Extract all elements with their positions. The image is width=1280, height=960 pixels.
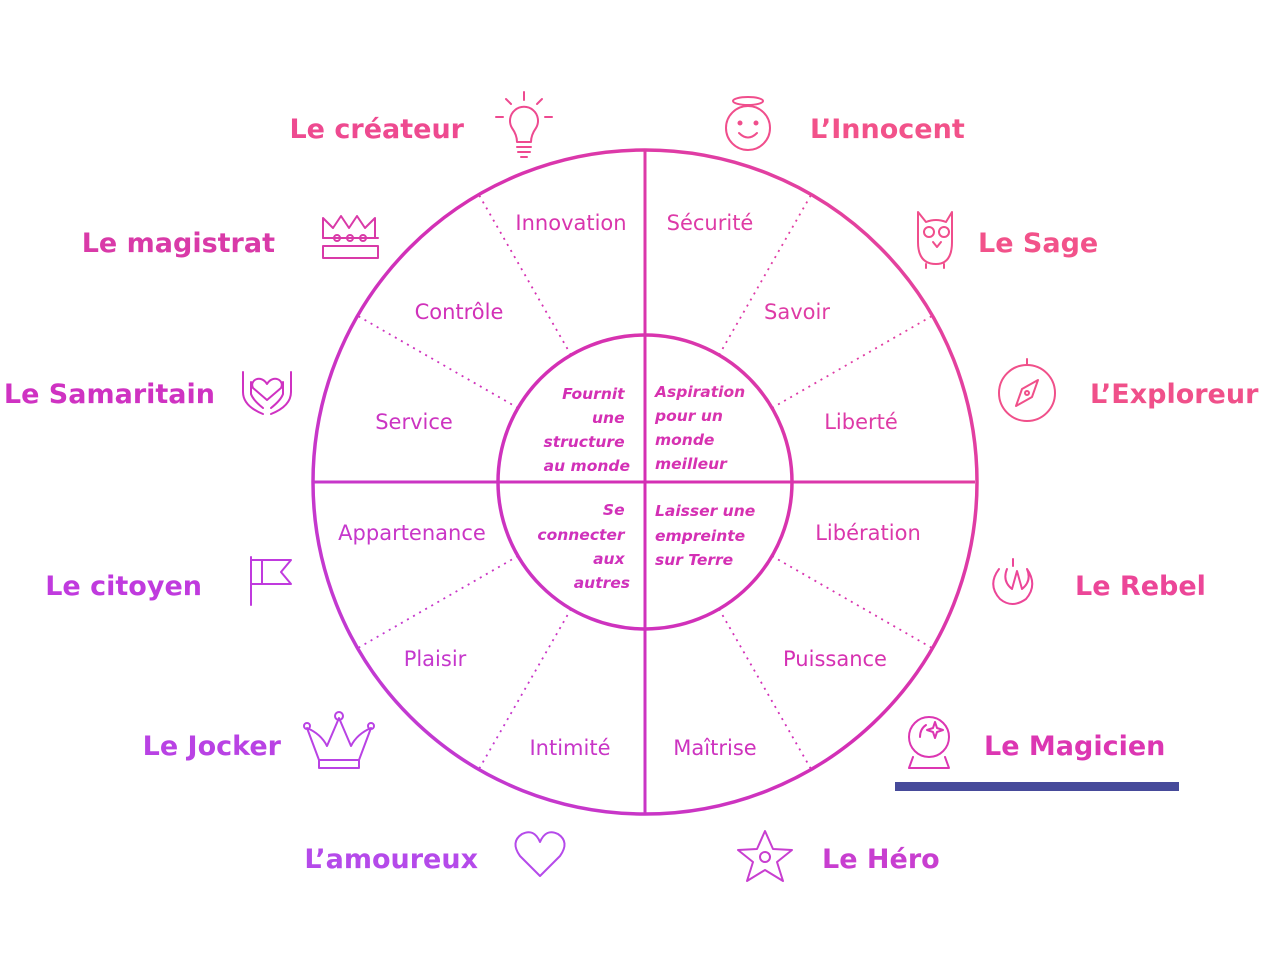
inner-bottom-left: Se connecter aux autres	[537, 501, 630, 592]
crystal-ball-icon	[908, 716, 950, 769]
value-savoir: Savoir	[764, 300, 830, 324]
flag-icon	[250, 556, 292, 606]
inner-bottom-right: Laisser une empreinte sur Terre	[655, 502, 761, 569]
value-maitrise: Maîtrise	[673, 736, 756, 760]
archetype-citoyen: Le citoyen	[45, 571, 202, 602]
archetype-explorateur: L’Exploreur	[1090, 379, 1259, 410]
magicien-underline	[895, 782, 1179, 791]
archetype-magicien: Le Magicien	[984, 731, 1165, 762]
heart-icon	[514, 831, 566, 877]
archetype-innocent: L’Innocent	[810, 114, 965, 145]
value-plaisir: Plaisir	[404, 647, 467, 671]
archetype-jocker: Le Jocker	[143, 731, 282, 762]
archetype-hero: Le Héro	[822, 844, 940, 875]
archetype-sage: Le Sage	[978, 228, 1098, 259]
owl-icon	[917, 211, 953, 269]
inner-top-left: Fournit une structure au monde	[543, 385, 630, 475]
archetype-createur: Le créateur	[289, 114, 464, 145]
value-puissance: Puissance	[783, 647, 887, 671]
rebel-emblem-icon	[992, 558, 1034, 605]
hands-heart-icon	[242, 371, 292, 415]
value-innovation: Innovation	[515, 211, 626, 235]
archetype-rebel: Le Rebel	[1075, 571, 1206, 602]
value-securite: Sécurité	[667, 211, 754, 235]
lightbulb-icon	[495, 91, 553, 158]
star-icon	[737, 830, 793, 882]
archetype-magistrat: Le magistrat	[82, 228, 275, 259]
dotted-separators	[357, 194, 933, 770]
compass-icon	[998, 358, 1056, 422]
angel-smiley-icon	[725, 96, 771, 151]
value-controle: Contrôle	[415, 300, 504, 324]
crown-icon	[322, 215, 379, 259]
value-liberte: Liberté	[824, 410, 898, 434]
wheel-structure	[311, 148, 979, 816]
jester-hat-icon	[303, 711, 375, 769]
value-intimite: Intimité	[529, 736, 610, 760]
value-liberation: Libération	[815, 521, 921, 545]
value-appartenance: Appartenance	[338, 521, 486, 545]
inner-top-right: Aspiration pour un monde meilleur	[654, 383, 751, 473]
value-service: Service	[375, 410, 453, 434]
archetype-samaritain: Le Samaritain	[4, 379, 215, 410]
archetype-amoureux: L’amoureux	[304, 844, 478, 875]
